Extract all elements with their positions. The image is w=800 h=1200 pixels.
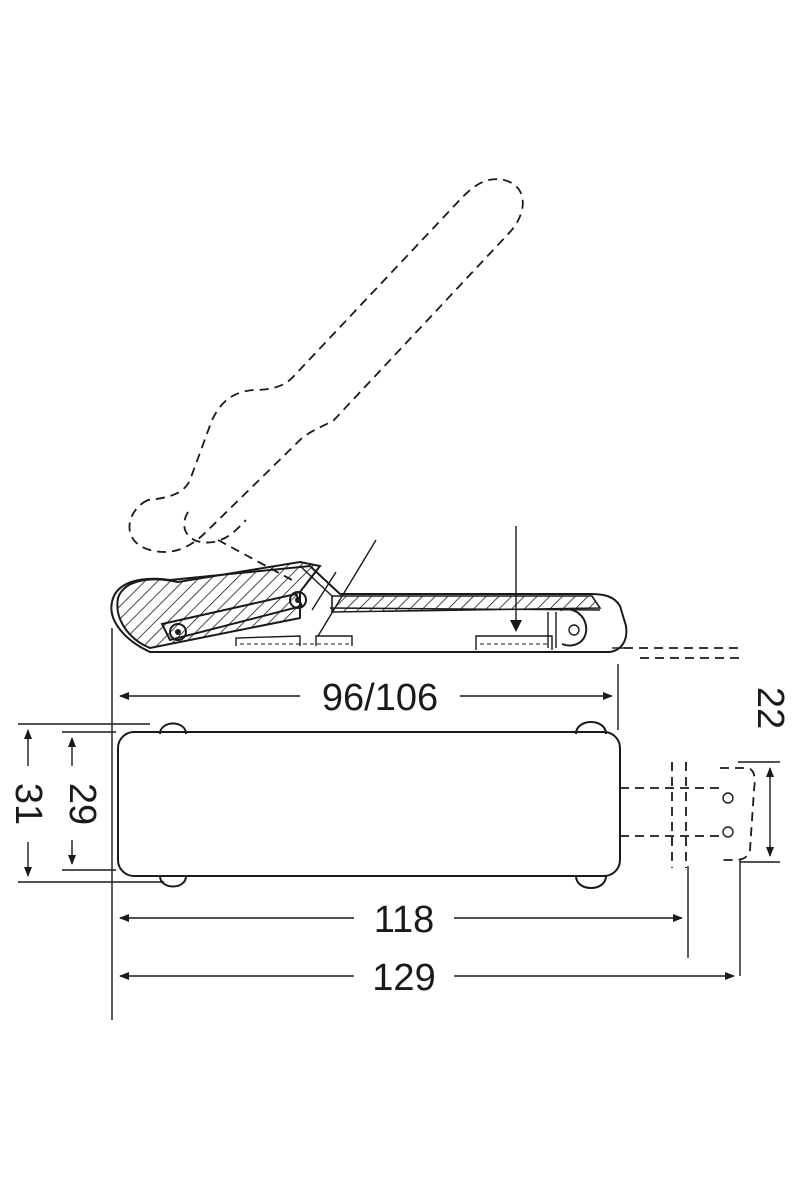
dimension-length-total: 129 — [372, 957, 435, 999]
dimension-top-length: 96/106 — [322, 677, 438, 719]
dimension-width-outer: 31 — [7, 783, 49, 825]
dimension-height-right: 22 — [749, 687, 791, 729]
open-lever-ghost — [128, 178, 524, 581]
extension-lines — [18, 628, 780, 1020]
dimension-length-mid: 118 — [374, 899, 435, 941]
side-view — [110, 526, 740, 659]
dimension-width-inner: 29 — [61, 783, 103, 825]
plan-view — [117, 721, 756, 889]
dimension-lines — [24, 692, 774, 980]
